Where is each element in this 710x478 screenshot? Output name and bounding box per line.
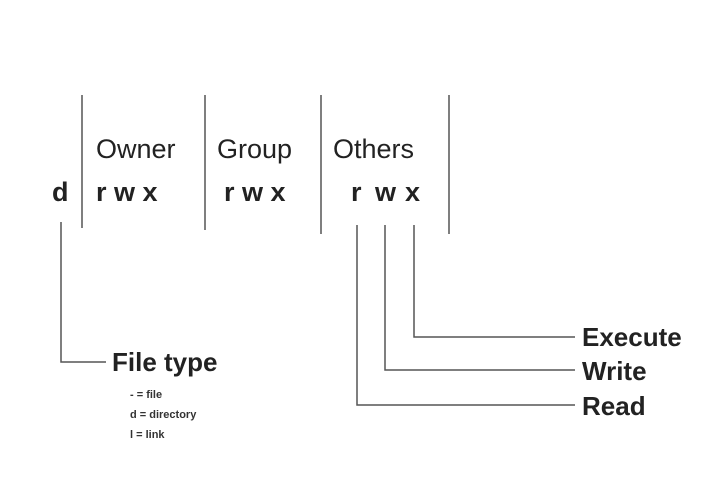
read-connector xyxy=(356,225,575,406)
legend-item-directory: d = directory xyxy=(130,409,197,421)
execute-label: Execute xyxy=(582,322,682,352)
file-type-legend: - = file d = directory l = link xyxy=(130,385,196,445)
others-execute-char: x xyxy=(405,177,421,207)
group-permissions: r w x xyxy=(224,177,286,207)
write-connector xyxy=(384,225,575,371)
legend-item-link: l = link xyxy=(130,429,165,441)
legend-item-file: - = file xyxy=(130,389,163,401)
read-label: Read xyxy=(582,391,646,421)
file-type-connector xyxy=(60,222,106,363)
owner-header: Owner xyxy=(96,134,176,164)
others-header: Others xyxy=(333,134,415,164)
execute-connector xyxy=(413,225,575,338)
others-read-char: r xyxy=(351,177,362,207)
group-header: Group xyxy=(217,134,293,164)
owner-permissions: r w x xyxy=(96,177,158,207)
write-label: Write xyxy=(582,356,647,386)
file-type-label: File type xyxy=(112,347,218,377)
others-write-char: w xyxy=(375,177,397,207)
file-type-char: d xyxy=(52,177,69,207)
